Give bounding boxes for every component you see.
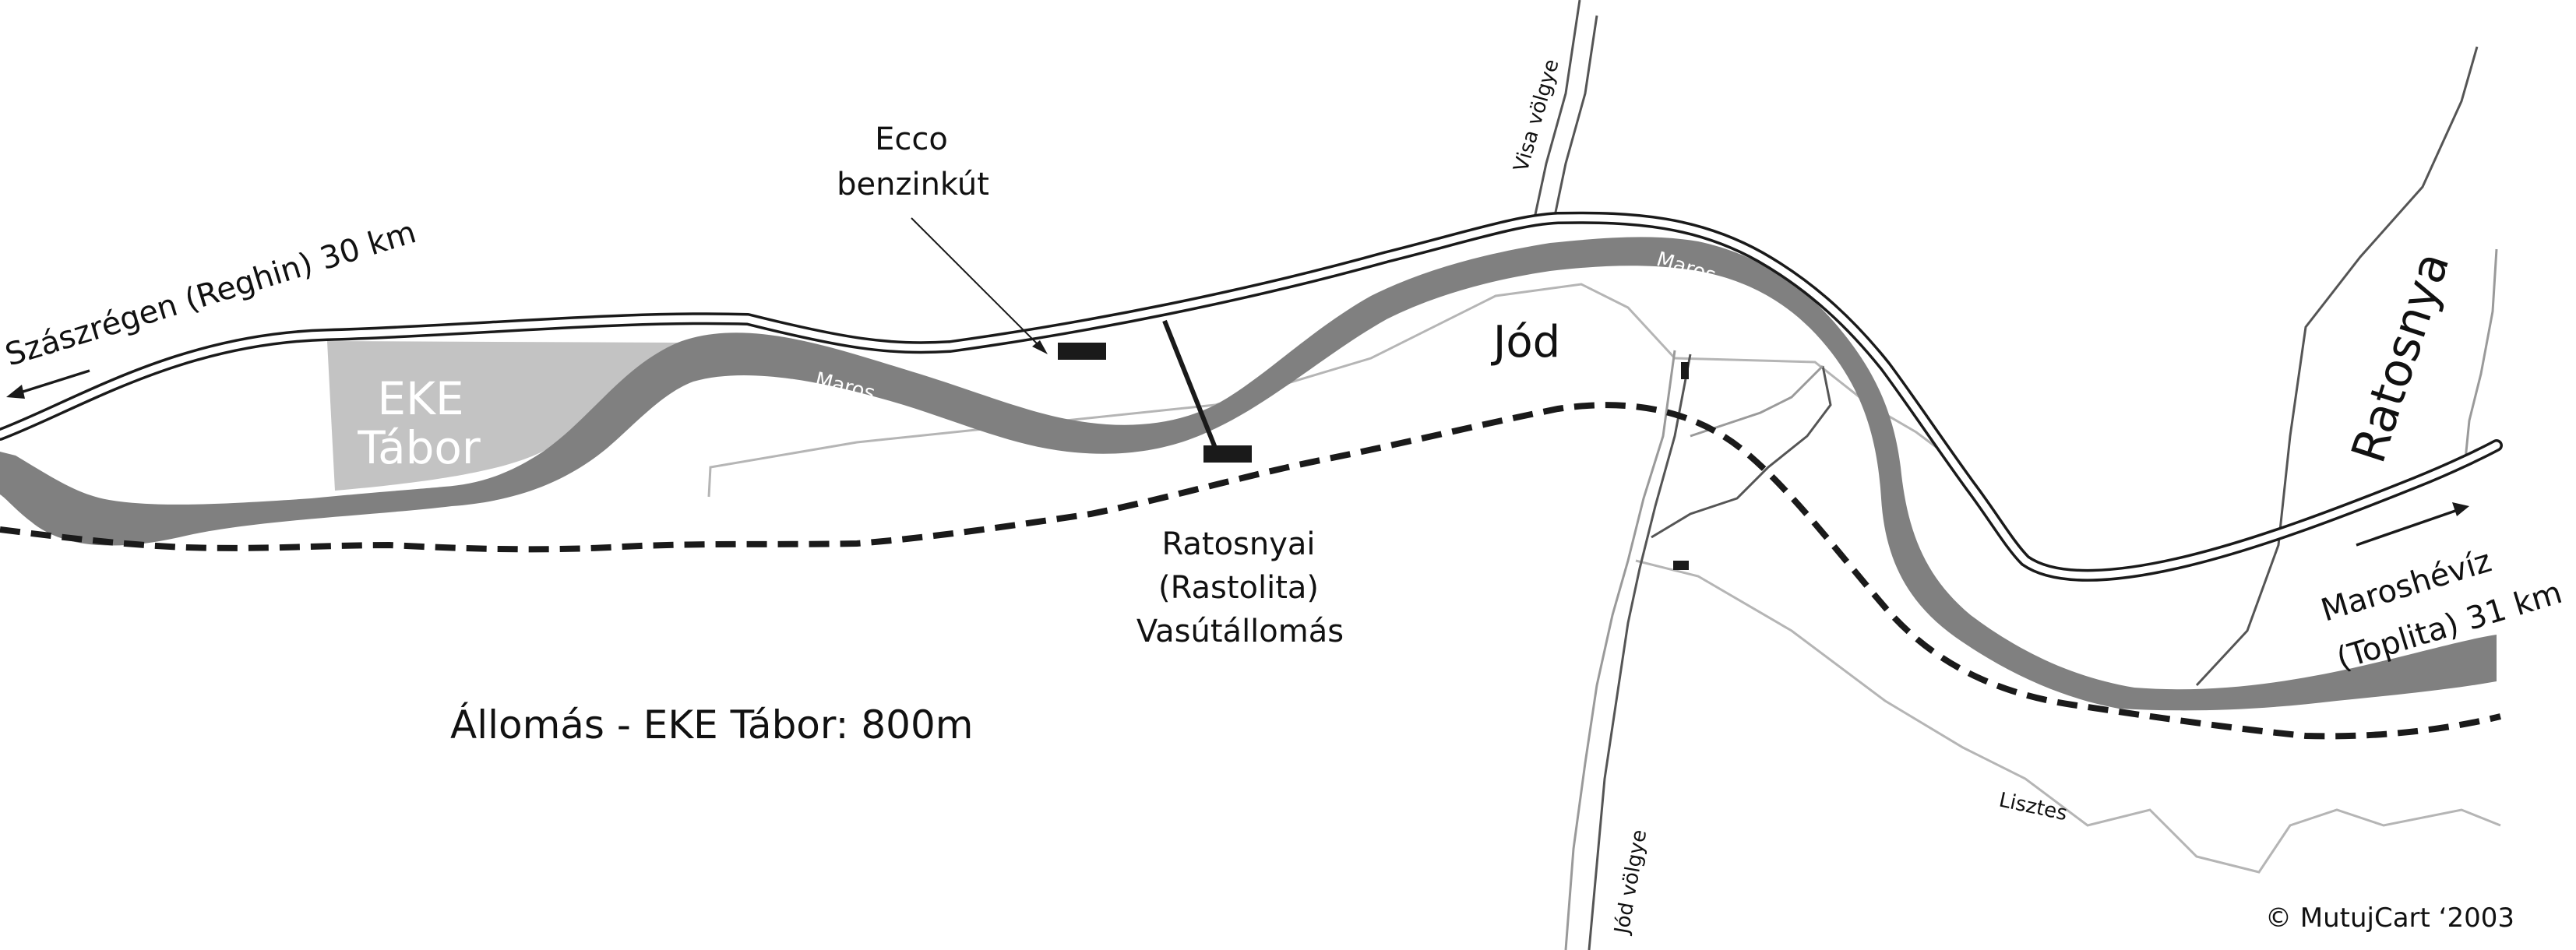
label-jod-volgye: Jód völgye [1610,828,1651,937]
label-station-3: Vasútállomás [1136,614,1344,649]
ecco-leader-line [911,217,1045,351]
jod-valley-stream-2 [1588,354,1692,950]
jod-tributary-2 [1690,364,1824,438]
jod-marker-1 [1681,362,1689,379]
label-station-1: Ratosnyai [1161,526,1315,562]
arrow-east-head [2452,502,2469,516]
ecco-leader-arrowhead [1032,340,1048,354]
jod-tributary [1651,365,1832,539]
visa-valley-stream-2 [1552,15,1598,220]
label-station-2: (Rastolita) [1158,570,1319,606]
ratosnya-stream [2195,46,2479,687]
arrow-east-shaft [2356,508,2458,547]
main-road-inner [0,214,2500,579]
label-ecco-1: Ecco [875,121,948,157]
label-distance: Állomás - EKE Tábor: 800m [450,702,973,748]
arrow-west-shaft [15,369,90,396]
ratosnya-stream-right [2464,248,2498,460]
minor-road-south [1635,559,2501,874]
railway-station-marker [1203,445,1252,463]
station-access-road [1162,319,1218,449]
label-ecco-2: benzinkút [837,167,989,202]
arrow-west-head [6,385,25,399]
eke-camp-area [327,341,678,491]
jod-marker-2 [1673,561,1689,570]
label-jod: Jód [1491,317,1560,368]
jod-valley-stream [1564,350,1676,950]
gas-station-marker [1058,343,1106,360]
railway [0,402,2501,740]
label-eke-1: EKE [377,372,463,425]
label-copyright: © MutujCart ‘2003 [2265,902,2514,934]
visa-valley-stream [1533,0,1581,219]
label-lisztes: Lisztes [1997,789,2070,826]
label-eke-2: Tábor [357,421,481,474]
label-visa: Visa völgye [1510,57,1564,174]
minor-road-west [707,283,1676,498]
label-ratosnya: Ratosnya [2342,246,2461,470]
